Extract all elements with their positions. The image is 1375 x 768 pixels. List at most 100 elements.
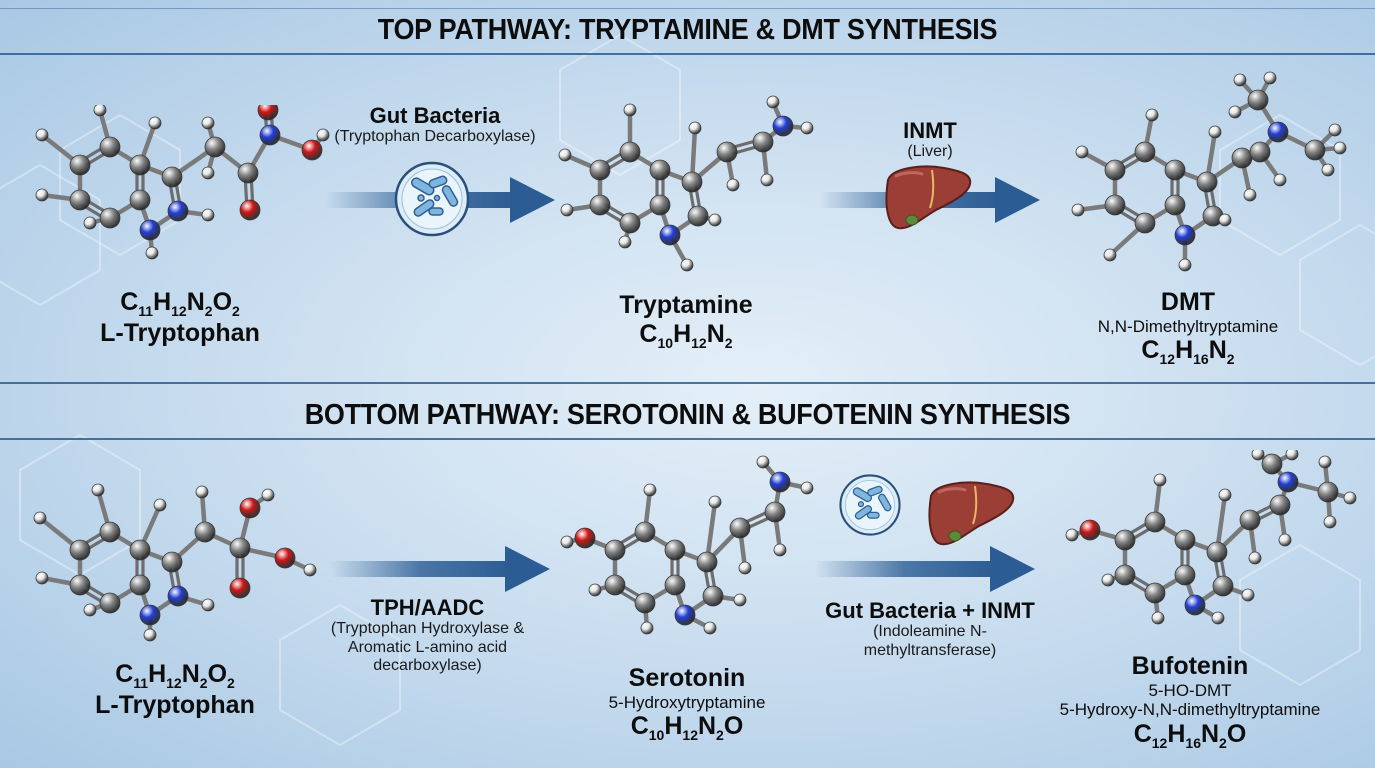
carbon-atom [204,136,226,158]
hydrogen-atom [703,621,717,635]
hydrogen-atom [726,178,740,192]
carbon-atom [1212,575,1234,597]
hydrogen-atom [1251,450,1265,461]
nitrogen-atom [259,124,281,146]
hydrogen-atom [201,598,215,612]
serotonin-label: Serotonin 5-Hydroxytryptamine C10H12N2O [572,664,802,743]
hydrogen-atom [1101,573,1115,587]
l-tryptophan-label-top: C11H12N2O2 L-Tryptophan [80,288,280,348]
carbon-atom [1144,511,1166,533]
oxygen-atom [301,139,323,161]
tryptamine-name: Tryptamine [619,291,753,319]
l-tryptophan-molecule-bottom [33,483,317,642]
carbon-atom [69,574,91,596]
hydrogen-atom [756,455,770,469]
nitrogen-atom [167,200,189,222]
bottom-step2-enzyme-label: Gut Bacteria + INMT (Indoleamine N- meth… [805,598,1055,660]
carbon-atom [1269,494,1291,516]
hydrogen-atom [560,203,574,217]
carbon-atom [681,171,703,193]
oxygen-atom [274,547,296,569]
hydrogen-atom [733,593,747,607]
l-tryptophan-label-bottom: C11H12N2O2 L-Tryptophan [75,660,275,720]
hydrogen-atom [708,495,722,509]
hydrogen-atom [1153,473,1167,487]
hydrogen-atom [261,488,275,502]
hydrogen-atom [33,511,47,525]
carbon-atom [237,162,259,184]
hydrogen-atom [588,583,602,597]
hydrogen-atom [148,116,162,130]
bufotenin-subtitle-2: 5-Hydroxy-N,N-dimethyltryptamine [1059,700,1321,720]
bottom-pathway-title: BOTTOM PATHWAY: SEROTONIN & BUFOTENIN SY… [304,399,1071,431]
hydrogen-atom [1263,71,1277,85]
hydrogen-atom [618,235,632,249]
carbon-atom [1304,139,1326,161]
section-divider [0,382,1375,384]
hydrogen-atom [1241,588,1255,602]
bacteria-icon [839,474,901,536]
carbon-atom [1104,194,1126,216]
carbon-atom [129,539,151,561]
hydrogen-atom [1343,491,1357,505]
carbon-atom [1164,159,1186,181]
hydrogen-atom [688,121,702,135]
inmt-label: INMT [903,118,957,143]
hydrogen-atom [1151,611,1165,625]
hydrogen-atom [303,563,317,577]
dmt-label: DMT N,N-Dimethyltryptamine C12H16N2 [1048,288,1328,367]
carbon-atom [1249,141,1271,163]
liver-icon [928,481,1015,546]
hydrogen-atom [558,148,572,162]
carbon-atom [129,574,151,596]
nitrogen-atom [167,585,189,607]
hydrogen-atom [1318,455,1332,469]
serotonin-subtitle: 5-Hydroxytryptamine [608,692,766,712]
carbon-atom [99,592,121,614]
carbon-atom [1144,582,1166,604]
hydrogen-atom [1218,213,1232,227]
oxygen-atom [1079,519,1101,541]
l-tryptophan-formula-bottom: C11H12N2O2 [115,660,235,691]
top-pathway-title: TOP PATHWAY: TRYPTAMINE & DMT SYNTHESIS [377,14,998,46]
hydrogen-atom [1273,173,1287,187]
hydrogen-atom [1065,528,1079,542]
hydrogen-atom [1075,145,1089,159]
nitrogen-atom [659,224,681,246]
carbon-atom [69,154,91,176]
tph-aadc-detail-3: decarboxylase) [373,657,482,675]
carbon-atom [687,205,709,227]
hydrogen-atom [1248,551,1262,565]
hydrogen-atom [1103,248,1117,262]
hydrogen-atom [201,166,215,180]
carbon-atom [1134,141,1156,163]
hydrogen-atom [1328,123,1342,137]
dmt-subtitle: N,N-Dimethyltryptamine [1097,316,1279,336]
dmt-name: DMT [1160,288,1216,316]
carbon-atom [1261,453,1283,475]
hydrogen-atom [93,105,107,117]
hydrogen-atom [201,208,215,222]
carbon-atom [634,592,656,614]
inmt-detail-2: methyltransferase) [863,641,997,659]
bottom-arrow-1 [330,546,550,592]
carbon-atom [1247,89,1269,111]
carbon-atom [589,194,611,216]
hydrogen-atom [1071,203,1085,217]
carbon-atom [764,501,786,523]
bacteria-icon [394,161,470,237]
hydrogen-atom [35,128,49,142]
carbon-atom [1196,171,1218,193]
hydrogen-atom [35,571,49,585]
hydrogen-atom [1321,163,1335,177]
hydrogen-atom [1208,125,1222,139]
bottom-step1-enzyme-label: TPH/AADC (Tryptophan Hydroxylase & Aroma… [300,595,555,675]
l-tryptophan-name-top: L-Tryptophan [100,319,260,348]
carbon-atom [1174,529,1196,551]
hydrogen-atom [766,95,780,109]
nitrogen-atom [1174,224,1196,246]
dmt-formula: C12H16N2 [1141,336,1235,368]
hydrogen-atom [145,246,159,260]
carbon-atom [1134,212,1156,234]
